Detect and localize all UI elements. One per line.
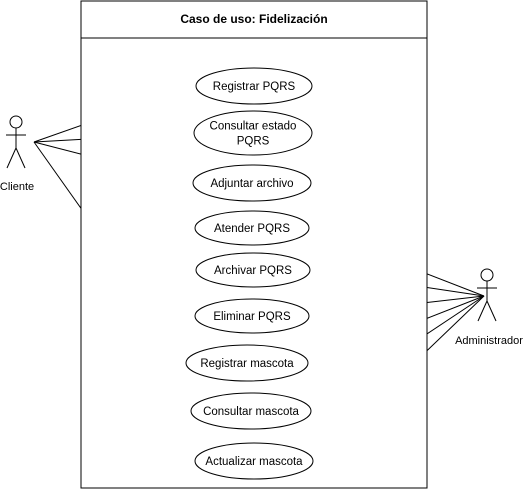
actor-label: Cliente bbox=[0, 181, 34, 193]
use-case-archivar-pqrs: Archivar PQRS bbox=[195, 252, 311, 288]
use-case-label: Consultar estado bbox=[210, 121, 297, 133]
use-case-ellipse bbox=[190, 392, 312, 430]
actor-administrador: Administrador bbox=[455, 268, 523, 347]
use-case-ellipse bbox=[185, 344, 309, 382]
use-case-label: Atender PQRS bbox=[214, 223, 290, 235]
use-case-actualizar-mascota: Actualizar mascota bbox=[194, 442, 314, 480]
system-title: Caso de uso: Fidelización bbox=[180, 12, 327, 26]
use-case-ellipse bbox=[194, 210, 310, 246]
use-case-eliminar-pqrs: Eliminar PQRS bbox=[194, 298, 310, 334]
use-case-consultar-mascota: Consultar mascota bbox=[190, 392, 312, 430]
use-case-ellipse bbox=[193, 110, 313, 156]
use-case-adjuntar-archivo: Adjuntar archivo bbox=[192, 164, 312, 202]
use-case-label: PQRS bbox=[237, 136, 270, 148]
use-case-ellipse bbox=[194, 442, 314, 480]
stick-figure-icon bbox=[477, 268, 497, 322]
use-case-label: Adjuntar archivo bbox=[210, 178, 293, 190]
use-case-atender-pqrs: Atender PQRS bbox=[194, 210, 310, 246]
use-case-ellipse bbox=[194, 298, 310, 334]
use-case-ellipse bbox=[195, 252, 311, 288]
use-case-label: Registrar PQRS bbox=[213, 81, 296, 93]
use-case-registrar-pqrs: Registrar PQRS bbox=[195, 67, 313, 105]
use-case-ellipse bbox=[192, 164, 312, 202]
use-case-label: Registrar mascota bbox=[200, 358, 294, 370]
use-case-ellipse bbox=[195, 67, 313, 105]
stick-figure-icon bbox=[6, 115, 26, 169]
use-case-label: Archivar PQRS bbox=[214, 265, 292, 277]
actor-cliente: Cliente bbox=[0, 115, 34, 193]
use-case-label: Consultar mascota bbox=[203, 406, 299, 418]
use-case-label: Eliminar PQRS bbox=[213, 311, 291, 323]
use-case-registrar-mascota: Registrar mascota bbox=[185, 344, 309, 382]
actor-label: Administrador bbox=[455, 335, 523, 347]
use-case-label: Actualizar mascota bbox=[205, 456, 303, 468]
